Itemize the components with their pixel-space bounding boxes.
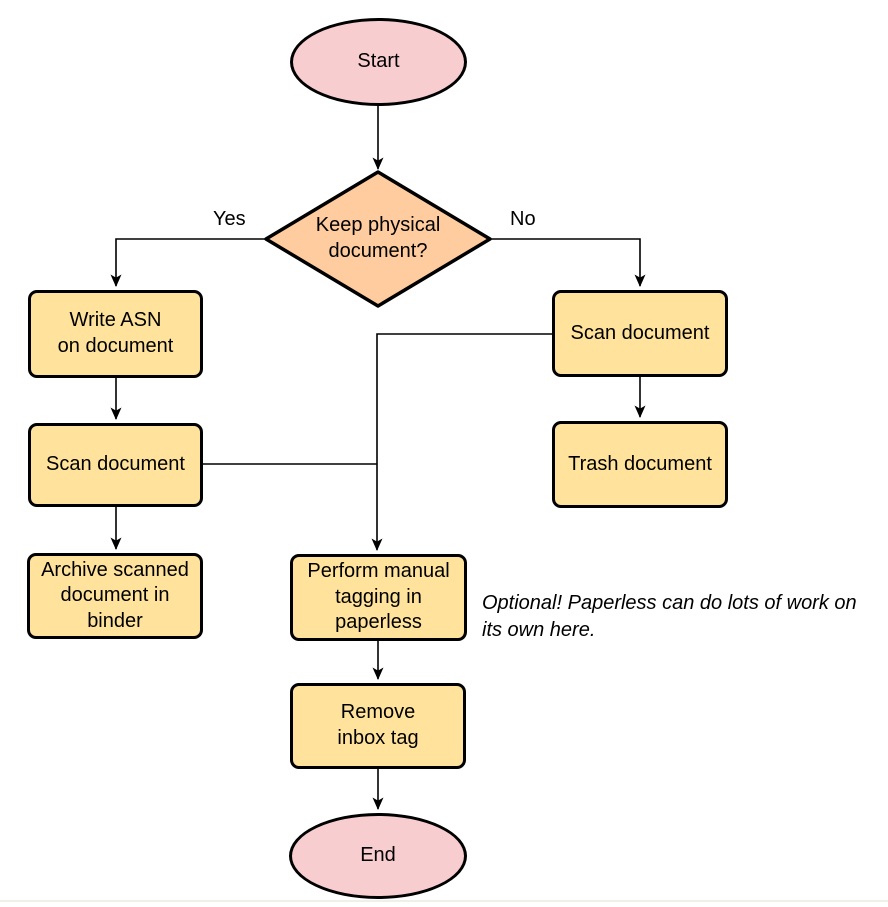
bottom-divider xyxy=(0,900,888,902)
node-scan-document-left: Scan document xyxy=(28,423,203,507)
edge-label-yes: Yes xyxy=(213,208,246,230)
node-manual-tagging-label: Perform manual tagging in paperless xyxy=(307,560,450,634)
edge-scan-right-to-tagging xyxy=(371,333,552,551)
node-decision-diamond xyxy=(264,170,492,308)
node-start: Start xyxy=(290,18,467,106)
annotation-optional-note: Optional! Paperless can do lots of work … xyxy=(482,592,857,641)
node-scan-document-right: Scan document xyxy=(552,290,728,377)
node-end: End xyxy=(289,813,467,899)
node-trash-document: Trash document xyxy=(552,421,728,508)
node-scan-document-right-label: Scan document xyxy=(570,321,710,344)
node-remove-inbox-tag: Remove inbox tag xyxy=(290,683,466,769)
node-scan-document-left-label: Scan document xyxy=(46,453,185,476)
node-archive-binder: Archive scanned document in binder xyxy=(27,553,203,639)
node-remove-inbox-tag-label: Remove inbox tag xyxy=(337,701,419,749)
node-end-label: End xyxy=(360,844,396,867)
node-start-label: Start xyxy=(357,50,400,73)
node-archive-binder-label: Archive scanned document in binder xyxy=(41,558,189,632)
edge-label-no: No xyxy=(510,208,536,230)
node-decision-label: Keep physical document? xyxy=(315,214,441,262)
edge-decision-yes-to-write-asn xyxy=(110,238,266,287)
node-write-asn-label: Write ASN on document xyxy=(57,309,174,357)
node-decision-label-wrap: Keep physical document? xyxy=(278,172,478,306)
edge-decision-no-to-scan-right xyxy=(490,238,646,287)
node-write-asn: Write ASN on document xyxy=(28,290,203,378)
node-trash-document-label: Trash document xyxy=(568,452,712,475)
node-manual-tagging: Perform manual tagging in paperless xyxy=(290,554,467,641)
